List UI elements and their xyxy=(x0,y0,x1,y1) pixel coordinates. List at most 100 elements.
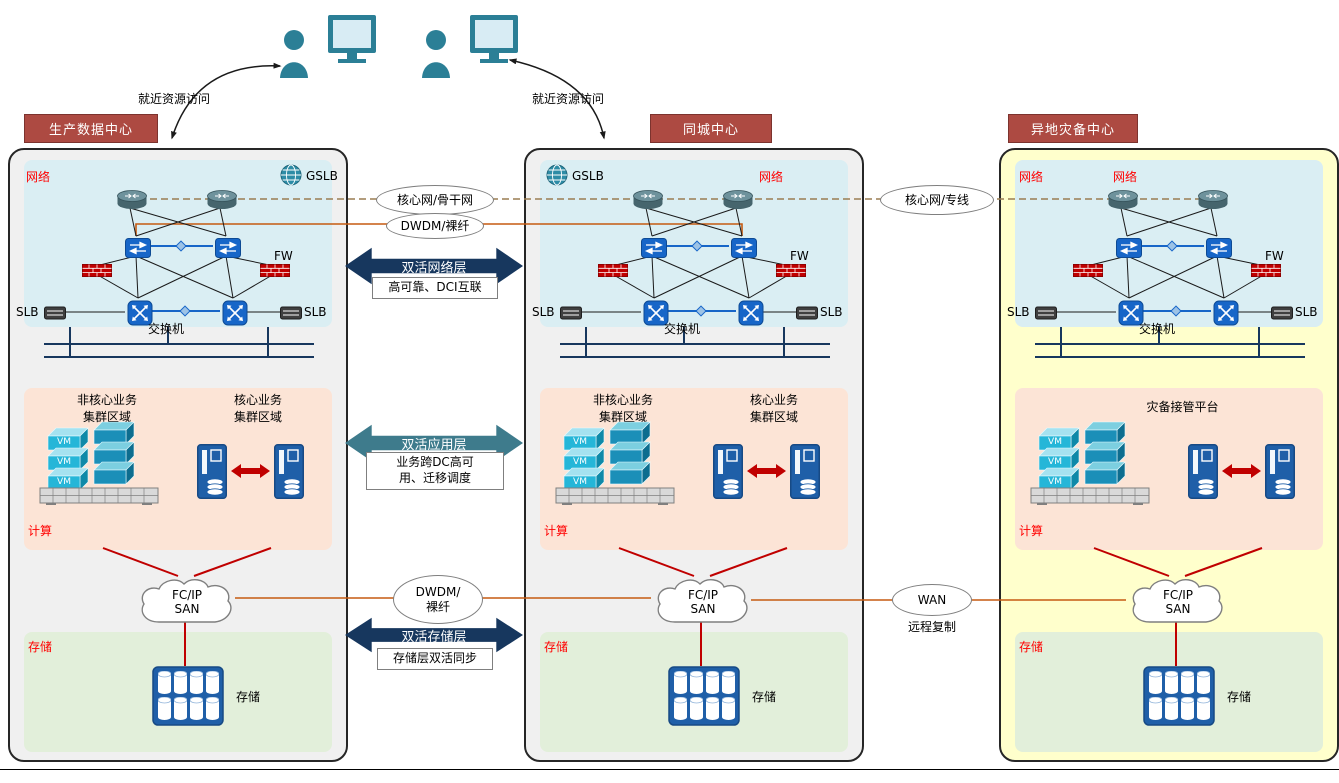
compute-zone-label: 计算 xyxy=(1019,524,1044,538)
core-switch-icon xyxy=(215,238,241,258)
gslb-icon xyxy=(546,164,568,186)
storage-array-icon xyxy=(1143,666,1215,726)
storage-dual-active-note: 存储层双活同步 xyxy=(377,648,493,670)
vm-label: VM xyxy=(1048,437,1062,447)
slb-label-right: SLB xyxy=(820,305,843,319)
sync-arrow-icon xyxy=(747,464,786,478)
dc2-bus-lines xyxy=(560,327,830,358)
dc2-storage-links xyxy=(618,547,788,666)
slb-label-left: SLB xyxy=(1007,305,1030,319)
server-icon xyxy=(1265,444,1295,499)
network-zone-label-2: 网络 xyxy=(1113,170,1138,184)
core-switch-icon xyxy=(125,238,151,258)
user-workstation-icon xyxy=(420,12,530,82)
network-zone-label: 网络 xyxy=(759,170,784,184)
vm-label: VM xyxy=(57,437,71,447)
san-label: FC/IP SAN xyxy=(171,588,203,616)
firewall-icon xyxy=(776,264,806,277)
vm-label: VM xyxy=(57,457,71,467)
core-router-icon xyxy=(722,190,754,210)
leased-line-ellipse: 核心网/专线 xyxy=(880,185,994,215)
dc2-title-banner: 同城中心 xyxy=(650,114,772,143)
storage-array-icon xyxy=(152,666,224,726)
switch-label: 交换机 xyxy=(148,322,185,336)
gslb-label: GSLB xyxy=(572,169,604,183)
switch-label: 交换机 xyxy=(1139,322,1176,336)
network-zone-label: 网络 xyxy=(26,170,51,184)
core-router-icon xyxy=(1197,190,1229,210)
server-icon xyxy=(790,444,820,499)
vm-label: VM xyxy=(1048,477,1062,487)
firewall-icon xyxy=(260,264,290,277)
core-switch-icon xyxy=(1116,238,1142,258)
slb-label-right: SLB xyxy=(304,305,327,319)
datacenter-metro: GSLB 网络 FW SLB SLB 交换机 非核心业务 集群区域 核心业务 集… xyxy=(524,148,864,762)
core-switch-icon xyxy=(641,238,667,258)
firewall-icon xyxy=(598,264,628,277)
compute-zone-label: 计算 xyxy=(544,524,569,538)
slb-icon-right xyxy=(280,306,302,320)
dc3-switch-links xyxy=(1140,245,1211,312)
switch-label: 交换机 xyxy=(664,322,701,336)
network-dual-active-note: 高可靠、DCI互联 xyxy=(372,277,498,299)
storage-device-label: 存储 xyxy=(236,690,261,704)
storage-zone-label: 存储 xyxy=(544,640,569,654)
vm-label: VM xyxy=(1048,457,1062,467)
vm-label: VM xyxy=(573,437,587,447)
slb-icon-left xyxy=(560,306,582,320)
server-icon xyxy=(713,444,743,499)
gslb-icon xyxy=(280,164,302,186)
firewall-label: FW xyxy=(1265,249,1284,263)
dc3-network-mesh xyxy=(1057,207,1271,313)
user-access-curve-left xyxy=(171,62,282,140)
backbone-ellipse: 核心网/骨干网 xyxy=(376,185,494,215)
vm-label: VM xyxy=(573,477,587,487)
slb-icon-right xyxy=(796,306,818,320)
core-cluster-label: 核心业务 集群区域 xyxy=(749,393,798,424)
bottom-border xyxy=(0,769,1339,770)
dc2-switch-links xyxy=(665,245,736,312)
core-cluster-label: 核心业务 集群区域 xyxy=(233,393,282,424)
wan-replication-label: 远程复制 xyxy=(907,620,956,634)
datacenter-disaster-recovery: 网络 网络 FW SLB SLB 交换机 灾备接管平台 VM VM VM 计算 … xyxy=(999,148,1339,762)
l3-switch-icon xyxy=(222,300,248,326)
storage-device-label: 存储 xyxy=(1227,690,1252,704)
slb-label-left: SLB xyxy=(16,305,39,319)
storage-device-label: 存储 xyxy=(752,690,777,704)
l3-switch-icon xyxy=(1213,300,1239,326)
app-dual-active-note: 业务跨DC高可 用、迁移调度 xyxy=(366,452,504,490)
firewall-icon xyxy=(1073,264,1103,277)
compute-zone-label: 计算 xyxy=(28,524,53,538)
l3-switch-icon xyxy=(738,300,764,326)
san-label: FC/IP SAN xyxy=(687,588,719,616)
firewall-label: FW xyxy=(790,249,809,263)
server-icon xyxy=(197,444,227,499)
dc3-bus-lines xyxy=(1035,327,1305,358)
dc3-title-banner: 异地灾备中心 xyxy=(1008,114,1138,143)
dc1-bus-lines xyxy=(44,327,314,358)
gslb-label: GSLB xyxy=(306,169,338,183)
san-label: FC/IP SAN xyxy=(1162,588,1194,616)
slb-label-right: SLB xyxy=(1295,305,1318,319)
dwdm-storage-ellipse: DWDM/ 裸纤 xyxy=(393,575,483,624)
slb-icon-right xyxy=(1271,306,1293,320)
user-access-curve-right xyxy=(508,58,606,140)
slb-label-left: SLB xyxy=(532,305,555,319)
slb-icon-left xyxy=(1035,306,1057,320)
dc3-storage-links xyxy=(1093,547,1263,666)
core-switch-icon xyxy=(1206,238,1232,258)
sync-arrow-icon xyxy=(231,464,270,478)
dr-platform-label: 灾备接管平台 xyxy=(1146,400,1219,414)
sync-arrow-icon xyxy=(1222,464,1261,478)
core-switch-icon xyxy=(731,238,757,258)
dc2-network-mesh xyxy=(582,207,796,313)
core-router-icon xyxy=(116,190,148,210)
firewall-icon xyxy=(1251,264,1281,277)
storage-zone-label: 存储 xyxy=(1019,640,1044,654)
access-label-right: 就近资源访问 xyxy=(532,92,605,106)
dc1-storage-links xyxy=(102,547,272,666)
dwdm-network-ellipse: DWDM/裸纤 xyxy=(386,213,484,239)
dc1-switch-links xyxy=(149,245,220,312)
slb-icon-left xyxy=(44,306,66,320)
